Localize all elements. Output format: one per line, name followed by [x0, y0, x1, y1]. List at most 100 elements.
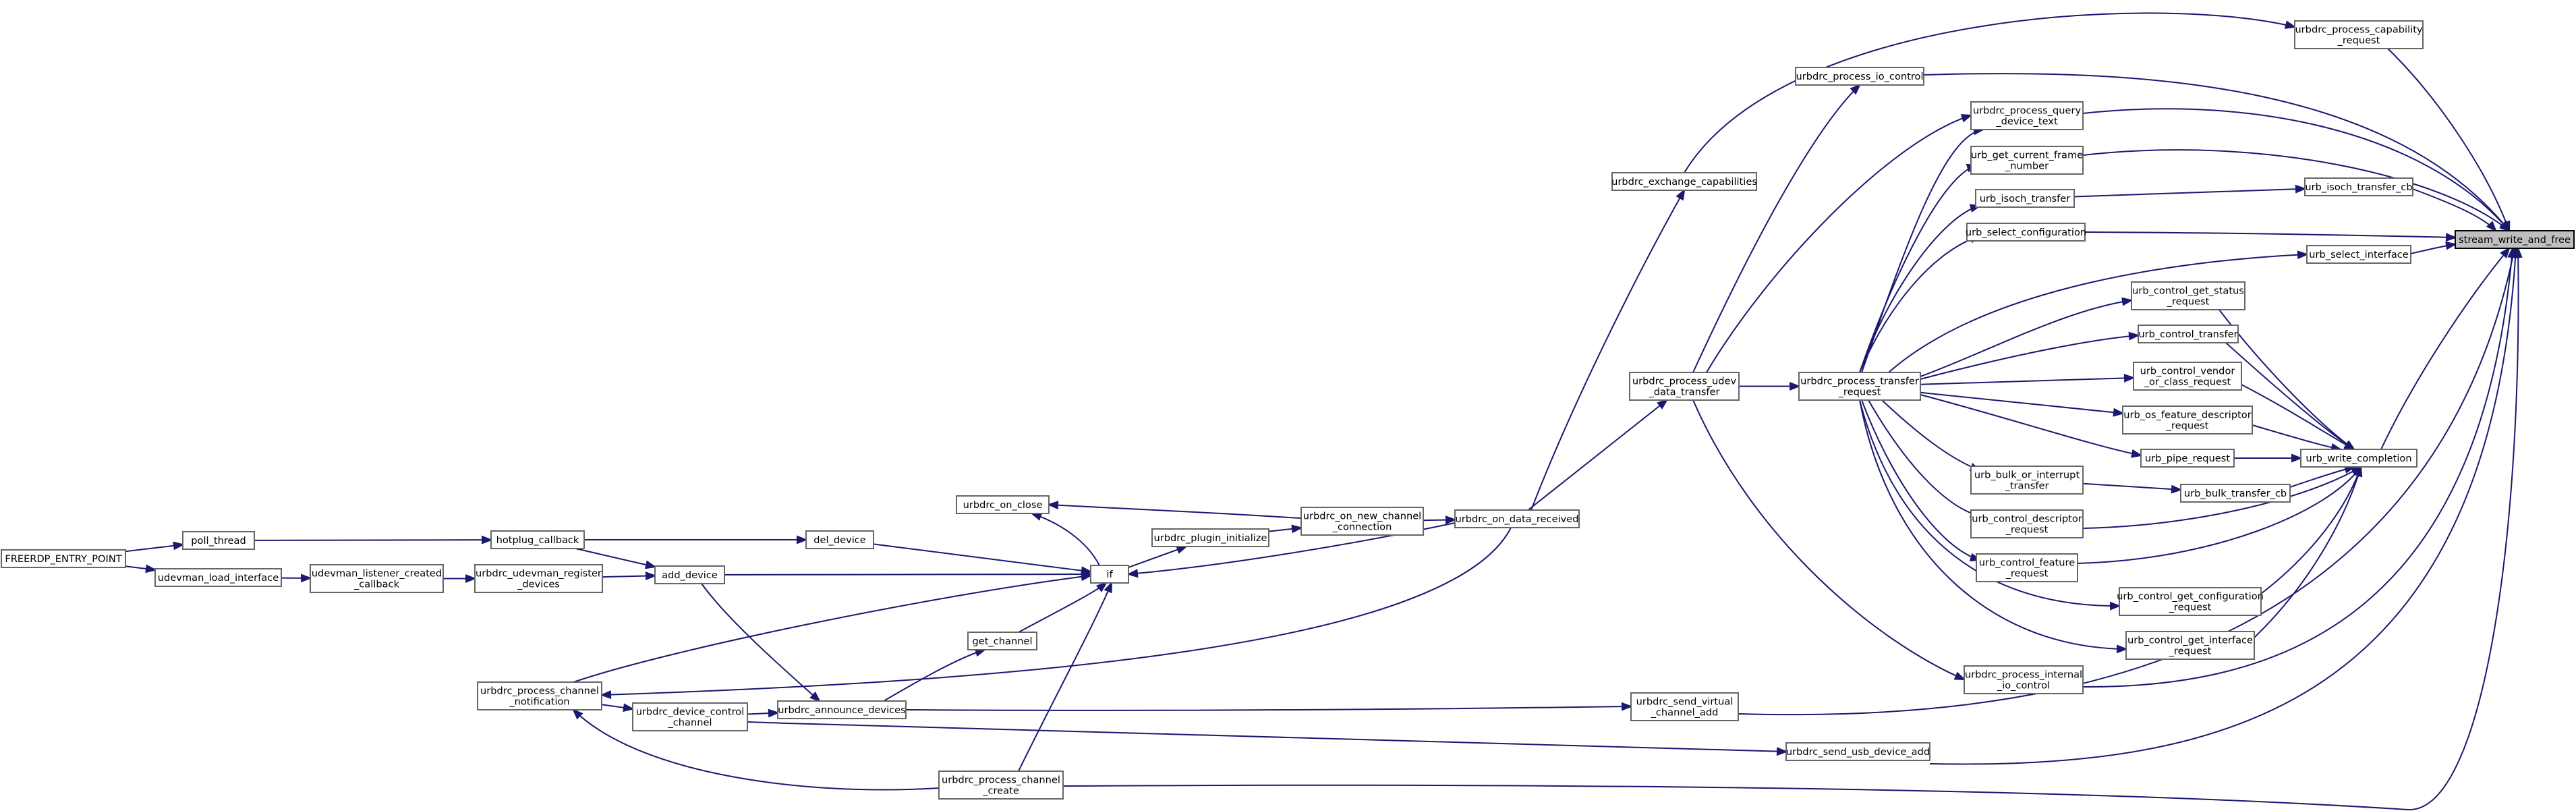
- edge-line: [1530, 190, 1685, 511]
- node-urbdrc-process-query-device-text[interactable]: urbdrc_process_query_device_text: [1970, 101, 2084, 130]
- node-label: add_device: [662, 569, 718, 581]
- edge-freerdp-entry-point-to-udevman-load-interface: [125, 564, 157, 574]
- node-urbdrc-on-new-channel-connection[interactable]: urbdrc_on_new_channel_connection: [1300, 507, 1424, 536]
- edge-urbdrc-process-transfer-request-to-urb-control-get-configuration-request: [1859, 399, 2121, 611]
- node-urb-bulk-or-interrupt-transfer[interactable]: urb_bulk_or_interrupt_transfer: [1970, 466, 2084, 495]
- arrowhead-icon: [1047, 501, 1059, 510]
- node-urbdrc-send-usb-device-add[interactable]: urbdrc_send_usb_device_add: [1785, 742, 1930, 761]
- arrowhead-icon: [2113, 408, 2125, 417]
- node-urb-control-get-interface-request[interactable]: urb_control_get_interface_request: [2125, 631, 2255, 660]
- arrowhead-icon: [1953, 671, 1966, 681]
- edge-line: [1062, 248, 2519, 811]
- node-label: _number: [2005, 161, 2049, 172]
- edge-line: [724, 574, 1091, 576]
- node-urb-control-descriptor-request[interactable]: urb_control_descriptor_request: [1970, 509, 2084, 538]
- node-label: poll_thread: [191, 535, 246, 547]
- node-label: _data_transfer: [1648, 387, 1719, 398]
- node-box: [2294, 20, 2424, 49]
- edge-line: [1920, 376, 2134, 385]
- node-urb-select-interface[interactable]: urb_select_interface: [2306, 245, 2411, 264]
- node-urb-bulk-transfer-cb[interactable]: urb_bulk_transfer_cb: [2180, 484, 2291, 503]
- node-urbdrc-on-data-received[interactable]: urbdrc_on_data_received: [1454, 509, 1580, 528]
- node-urb-pipe-request[interactable]: urb_pipe_request: [2140, 449, 2235, 468]
- node-if-node[interactable]: if: [1090, 565, 1129, 584]
- edge-line: [1861, 129, 1984, 373]
- node-urbdrc-process-transfer-request[interactable]: urbdrc_process_transfer_request: [1798, 372, 1921, 401]
- arrowhead-icon: [145, 564, 157, 574]
- node-urbdrc-udevman-register-devices[interactable]: urbdrc_udevman_register_devices: [474, 564, 603, 593]
- node-box: [1976, 553, 2078, 582]
- edge-urb-bulk-or-interrupt-transfer-to-urb-bulk-transfer-cb: [2082, 482, 2183, 494]
- edge-line: [1881, 399, 1980, 471]
- node-add-device[interactable]: add_device: [654, 565, 725, 584]
- node-label: urb_control_get_configuration: [2117, 591, 2264, 603]
- node-urb-select-configuration[interactable]: urb_select_configuration: [1966, 223, 2086, 242]
- edge-line: [1920, 394, 2142, 456]
- node-urb-control-get-status-request[interactable]: urb_control_get_status_request: [2131, 281, 2245, 310]
- arrowhead-icon: [2291, 453, 2303, 463]
- edge-line: [2260, 466, 2362, 594]
- node-label: _request: [2005, 524, 2049, 536]
- node-udevman-listener-created-callback[interactable]: udevman_listener_created_callback: [310, 564, 444, 593]
- node-urbdrc-process-capability-request[interactable]: urbdrc_process_capability_request: [2294, 20, 2424, 49]
- node-poll-thread[interactable]: poll_thread: [182, 531, 255, 550]
- node-box: [1630, 692, 1739, 721]
- node-udevman-load-interface[interactable]: udevman_load_interface: [154, 568, 282, 587]
- node-urbdrc-process-udev-data-transfer[interactable]: urbdrc_process_udev_data_transfer: [1629, 372, 1740, 401]
- arrowhead-icon: [768, 708, 780, 718]
- node-urbdrc-plugin-initialize[interactable]: urbdrc_plugin_initialize: [1151, 528, 1269, 547]
- arrowhead-icon: [2121, 297, 2134, 306]
- edge-line: [1859, 235, 1980, 373]
- edge-urbdrc-announce-devices-to-urbdrc-send-virtual-channel-add: [905, 702, 1633, 711]
- node-urb-os-feature-descriptor-request[interactable]: urb_os_feature_descriptor_request: [2122, 406, 2253, 435]
- node-urbdrc-process-channel-create[interactable]: urbdrc_process_channel_create: [938, 771, 1064, 800]
- node-urbdrc-device-control-channel[interactable]: urbdrc_device_control_channel: [632, 702, 748, 731]
- edge-urbdrc-process-channel-notification-to-if-node: [573, 572, 1093, 683]
- node-urb-isoch-transfer[interactable]: urb_isoch_transfer: [1975, 189, 2075, 208]
- node-label: _notification: [509, 696, 569, 708]
- node-urbdrc-process-internal-io-control[interactable]: urbdrc_process_internal_io_control: [1964, 665, 2084, 694]
- node-hotplug-callback[interactable]: hotplug_callback: [490, 530, 585, 549]
- node-box: [1, 549, 126, 568]
- node-label: urbdrc_plugin_initialize: [1153, 532, 1267, 544]
- node-label: urbdrc_process_capability: [2295, 24, 2422, 36]
- node-urbdrc-exchange-capabilities[interactable]: urbdrc_exchange_capabilities: [1611, 172, 1757, 191]
- node-urb-control-vendor-or-class-request[interactable]: urb_control_vendor_or_class_request: [2133, 362, 2242, 391]
- node-urb-control-feature-request[interactable]: urb_control_feature_request: [1976, 553, 2078, 582]
- edge-line: [2077, 466, 2362, 564]
- node-urbdrc-on-close[interactable]: urbdrc_on_close: [956, 495, 1050, 514]
- edge-urbdrc-process-transfer-request-to-urb-control-get-status-request: [1920, 297, 2134, 377]
- node-urb-isoch-transfer-cb[interactable]: urb_isoch_transfer_cb: [2304, 177, 2413, 196]
- node-stream-write-and-free[interactable]: stream_write_and_free: [2455, 230, 2575, 249]
- edge-urbdrc-process-transfer-request-to-urb-control-feature-request: [1861, 399, 1982, 562]
- node-label: urb_bulk_or_interrupt: [1974, 470, 2080, 481]
- node-urbdrc-process-io-control[interactable]: urbdrc_process_io_control: [1795, 67, 1924, 86]
- node-urbdrc-announce-devices[interactable]: urbdrc_announce_devices: [777, 700, 907, 719]
- node-label: _connection: [1332, 522, 1392, 533]
- node-get-channel[interactable]: get_channel: [967, 632, 1037, 650]
- edge-add-device-to-if-node: [724, 569, 1093, 579]
- node-urb-control-transfer[interactable]: urb_control_transfer: [2138, 325, 2239, 343]
- node-urbdrc-process-channel-notification[interactable]: urbdrc_process_channel_notification: [477, 681, 602, 710]
- node-box: [2300, 449, 2417, 468]
- node-urb-control-get-configuration-request[interactable]: urb_control_get_configuration_request: [2117, 587, 2264, 616]
- node-label: _create: [982, 785, 1019, 797]
- edge-line: [2387, 48, 2510, 231]
- edge-line: [1692, 84, 1860, 373]
- edge-urbdrc-plugin-initialize-to-urbdrc-on-new-channel-connection: [1268, 524, 1303, 534]
- edge-urbdrc-on-data-received-to-urbdrc-process-channel-notification: [600, 527, 1512, 699]
- node-urb-get-current-frame-number[interactable]: urb_get_current_frame_number: [1970, 146, 2084, 175]
- edge-urbdrc-process-transfer-request-to-urb-get-current-frame-number: [1859, 163, 1978, 373]
- node-urbdrc-send-virtual-channel-add[interactable]: urbdrc_send_virtual_channel_add: [1630, 692, 1739, 721]
- node-label: del_device: [813, 534, 866, 546]
- edge-urb-control-vendor-or-class-request-to-urb-write-completion: [2241, 384, 2356, 451]
- edge-line: [2252, 424, 2341, 450]
- node-del-device[interactable]: del_device: [805, 530, 874, 549]
- node-freerdp-entry-point[interactable]: FREERDP_ENTRY_POINT: [1, 549, 126, 568]
- node-box: [2131, 281, 2245, 310]
- arrowhead-icon: [1676, 188, 1686, 201]
- node-urb-write-completion[interactable]: urb_write_completion: [2300, 449, 2417, 468]
- edge-get-channel-to-if-node: [1018, 582, 1108, 633]
- arrowhead-icon: [1176, 545, 1189, 554]
- node-label: _request: [2337, 35, 2380, 47]
